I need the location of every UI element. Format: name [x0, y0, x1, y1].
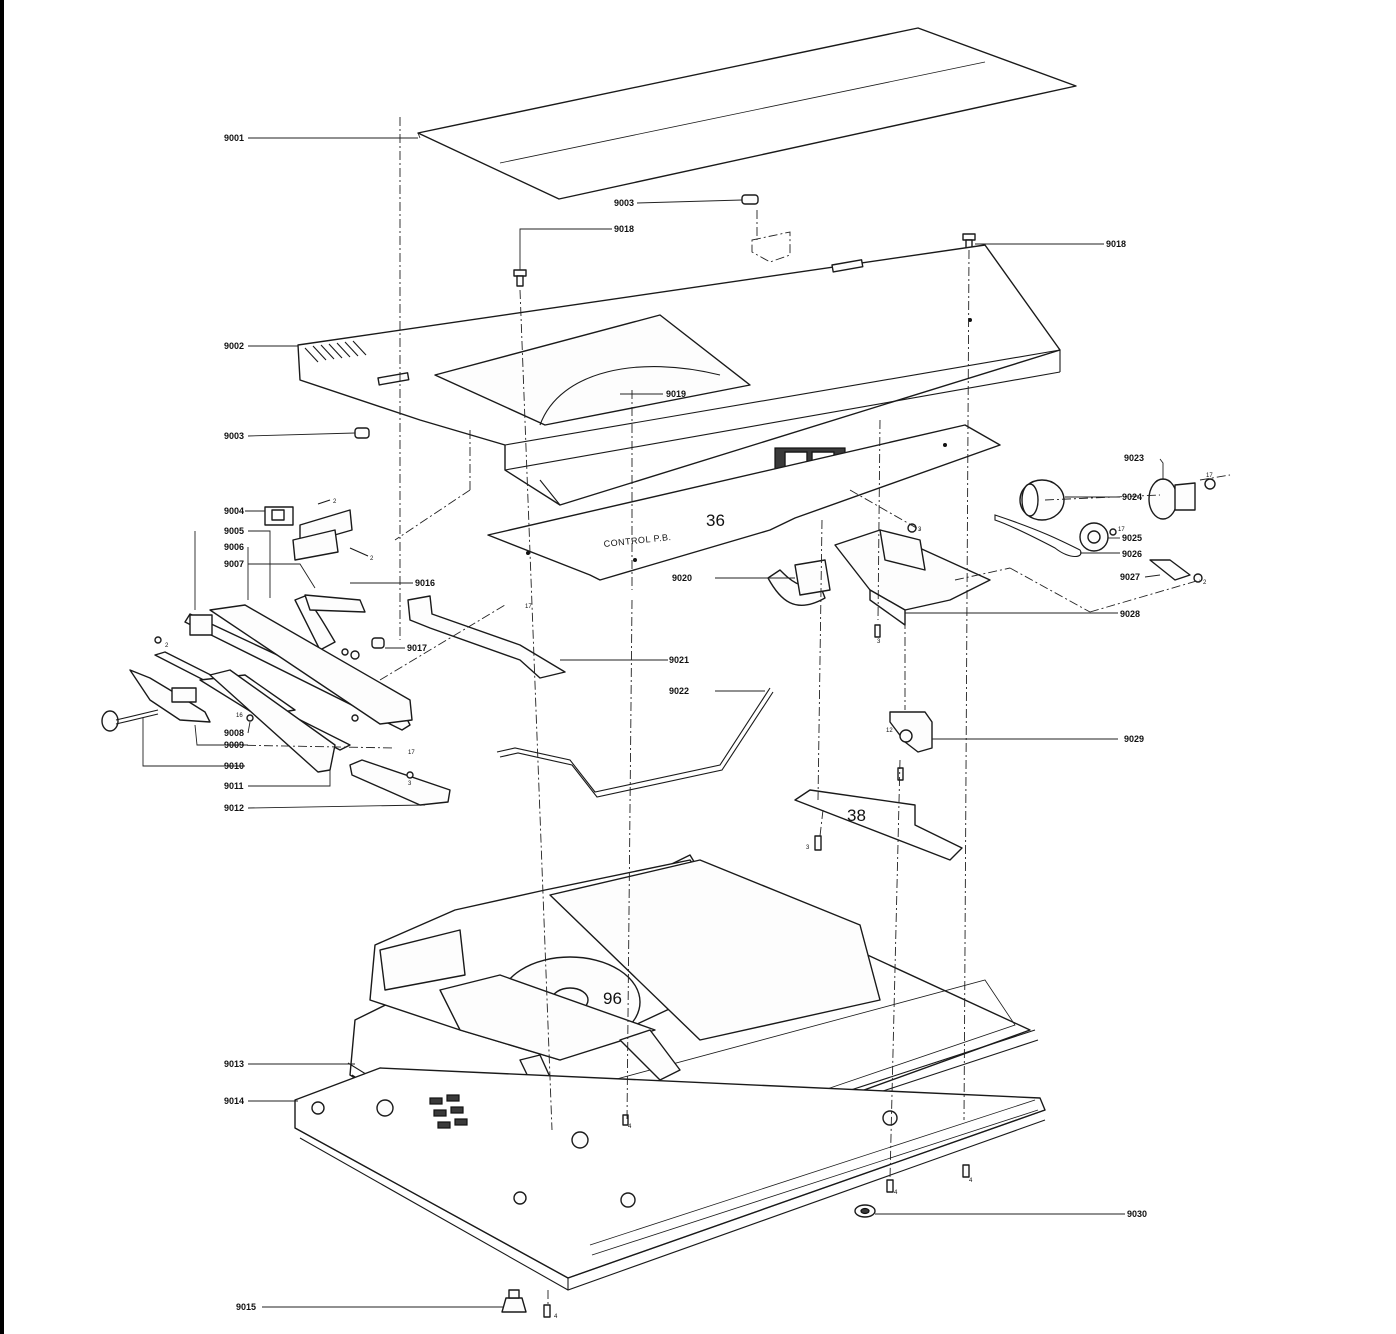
bracket-9029 [889, 711, 933, 753]
callout-9014: 9014 [224, 1096, 244, 1106]
callout-9025: 9025 [1122, 533, 1142, 543]
screw-mark: 17 [1206, 473, 1213, 479]
switch-bracket-9004 [264, 506, 353, 561]
callout-9015: 9015 [236, 1302, 256, 1312]
callout-9012: 9012 [224, 803, 244, 813]
screw-mark: 17 [1118, 527, 1125, 533]
screw-mark: 12 [886, 728, 893, 734]
callout-9010: 9010 [224, 761, 244, 771]
callout-9020: 9020 [672, 573, 692, 583]
screw-mark: 4 [894, 1190, 898, 1196]
callout-9006: 9006 [224, 542, 244, 552]
callout-9011: 9011 [224, 781, 244, 791]
screw-mark: 3 [408, 781, 412, 787]
top-lid-panel [417, 27, 1077, 200]
slider-9012 [349, 759, 451, 806]
callout-9004: 9004 [224, 506, 244, 516]
cd-mechanism-96 [369, 859, 881, 1119]
callout-9007: 9007 [224, 559, 244, 569]
callout-9016: 9016 [415, 578, 435, 588]
vent-grid [429, 1094, 468, 1129]
screw-mark: 16 [236, 713, 243, 719]
screw-mark: 17 [408, 750, 415, 756]
screw-mark: 2 [165, 643, 169, 649]
screw-mark: 4 [628, 1124, 632, 1130]
hinge-pin-top [741, 194, 759, 205]
hinge-pin-side [354, 427, 370, 439]
motor-bracket-9028 [834, 529, 991, 626]
screw-9018-left [513, 269, 527, 287]
spring-9017 [341, 637, 385, 660]
leader-lines [142, 137, 1164, 1308]
foot-9030 [854, 1204, 876, 1218]
screw-mark: 3 [918, 527, 922, 533]
flywheel-9023 [1148, 478, 1216, 520]
board-38-label: 38 [847, 806, 866, 825]
screw-mark: 2 [1203, 580, 1207, 586]
callout-9001: 9001 [224, 133, 244, 143]
assembly-lines [229, 117, 1231, 1305]
foot-9015 [501, 1289, 527, 1313]
callout-9022: 9022 [669, 686, 689, 696]
bottom-cabinet-9014 [294, 1067, 1046, 1291]
motor-9024 [1019, 479, 1065, 521]
control-pcb [487, 424, 1001, 581]
callout-9013: 9013 [224, 1059, 244, 1069]
callout-9029: 9029 [1124, 734, 1144, 744]
hinge-sketch [751, 231, 791, 263]
screw-mark: 17 [525, 604, 532, 610]
callout-9030: 9030 [1127, 1209, 1147, 1219]
scan-edge [0, 0, 4, 1334]
callout-9026: 9026 [1122, 549, 1142, 559]
callout-9028: 9028 [1120, 609, 1140, 619]
vent-slots [304, 340, 367, 363]
callout-9003-top: 9003 [614, 198, 634, 208]
switch-9027 [1149, 559, 1203, 583]
pulley-9025 [1079, 522, 1109, 552]
arm-9007 [294, 594, 366, 651]
callout-9018-left: 9018 [614, 224, 634, 234]
wire-rod-9022 [496, 687, 774, 798]
eject-lever-9009 [129, 669, 211, 723]
screw-mark: 4 [554, 1314, 558, 1320]
callout-9019: 9019 [666, 389, 686, 399]
callout-9003-side: 9003 [224, 431, 244, 441]
player-96-label: 96 [603, 989, 622, 1008]
screw-mark: 2 [370, 556, 374, 562]
cam-bracket-9020 [767, 559, 831, 606]
small-screws-left [154, 499, 414, 779]
control-board-number: 36 [706, 511, 725, 530]
callout-9002: 9002 [224, 341, 244, 351]
callout-9018-right: 9018 [1106, 239, 1126, 249]
pcb-38 [794, 789, 963, 861]
drive-belt-9026 [994, 514, 1082, 558]
callout-9009: 9009 [224, 740, 244, 750]
part-callouts: 9001 9003 9018 9018 9002 9019 9003 9004 … [224, 133, 1147, 1312]
bottom-screws [543, 523, 1117, 1318]
top-cover [297, 244, 1061, 506]
callout-9008: 9008 [224, 728, 244, 738]
lever-9021 [407, 595, 566, 679]
callout-9021: 9021 [669, 655, 689, 665]
callout-9023: 9023 [1124, 453, 1144, 463]
screw-mark: 3 [877, 639, 881, 645]
screw-mark: 4 [969, 1178, 973, 1184]
callout-9027: 9027 [1120, 572, 1140, 582]
screw-mark: 3 [806, 845, 810, 851]
callout-9005: 9005 [224, 526, 244, 536]
knob-shaft-9010 [101, 709, 159, 732]
callout-9024: 9024 [1122, 492, 1142, 502]
screw-marks: 2 2 2 2 3 3 3 3 4 4 4 4 12 16 17 17 17 1… [165, 473, 1213, 1320]
screw-mark: 2 [333, 499, 337, 505]
callout-9017: 9017 [407, 643, 427, 653]
